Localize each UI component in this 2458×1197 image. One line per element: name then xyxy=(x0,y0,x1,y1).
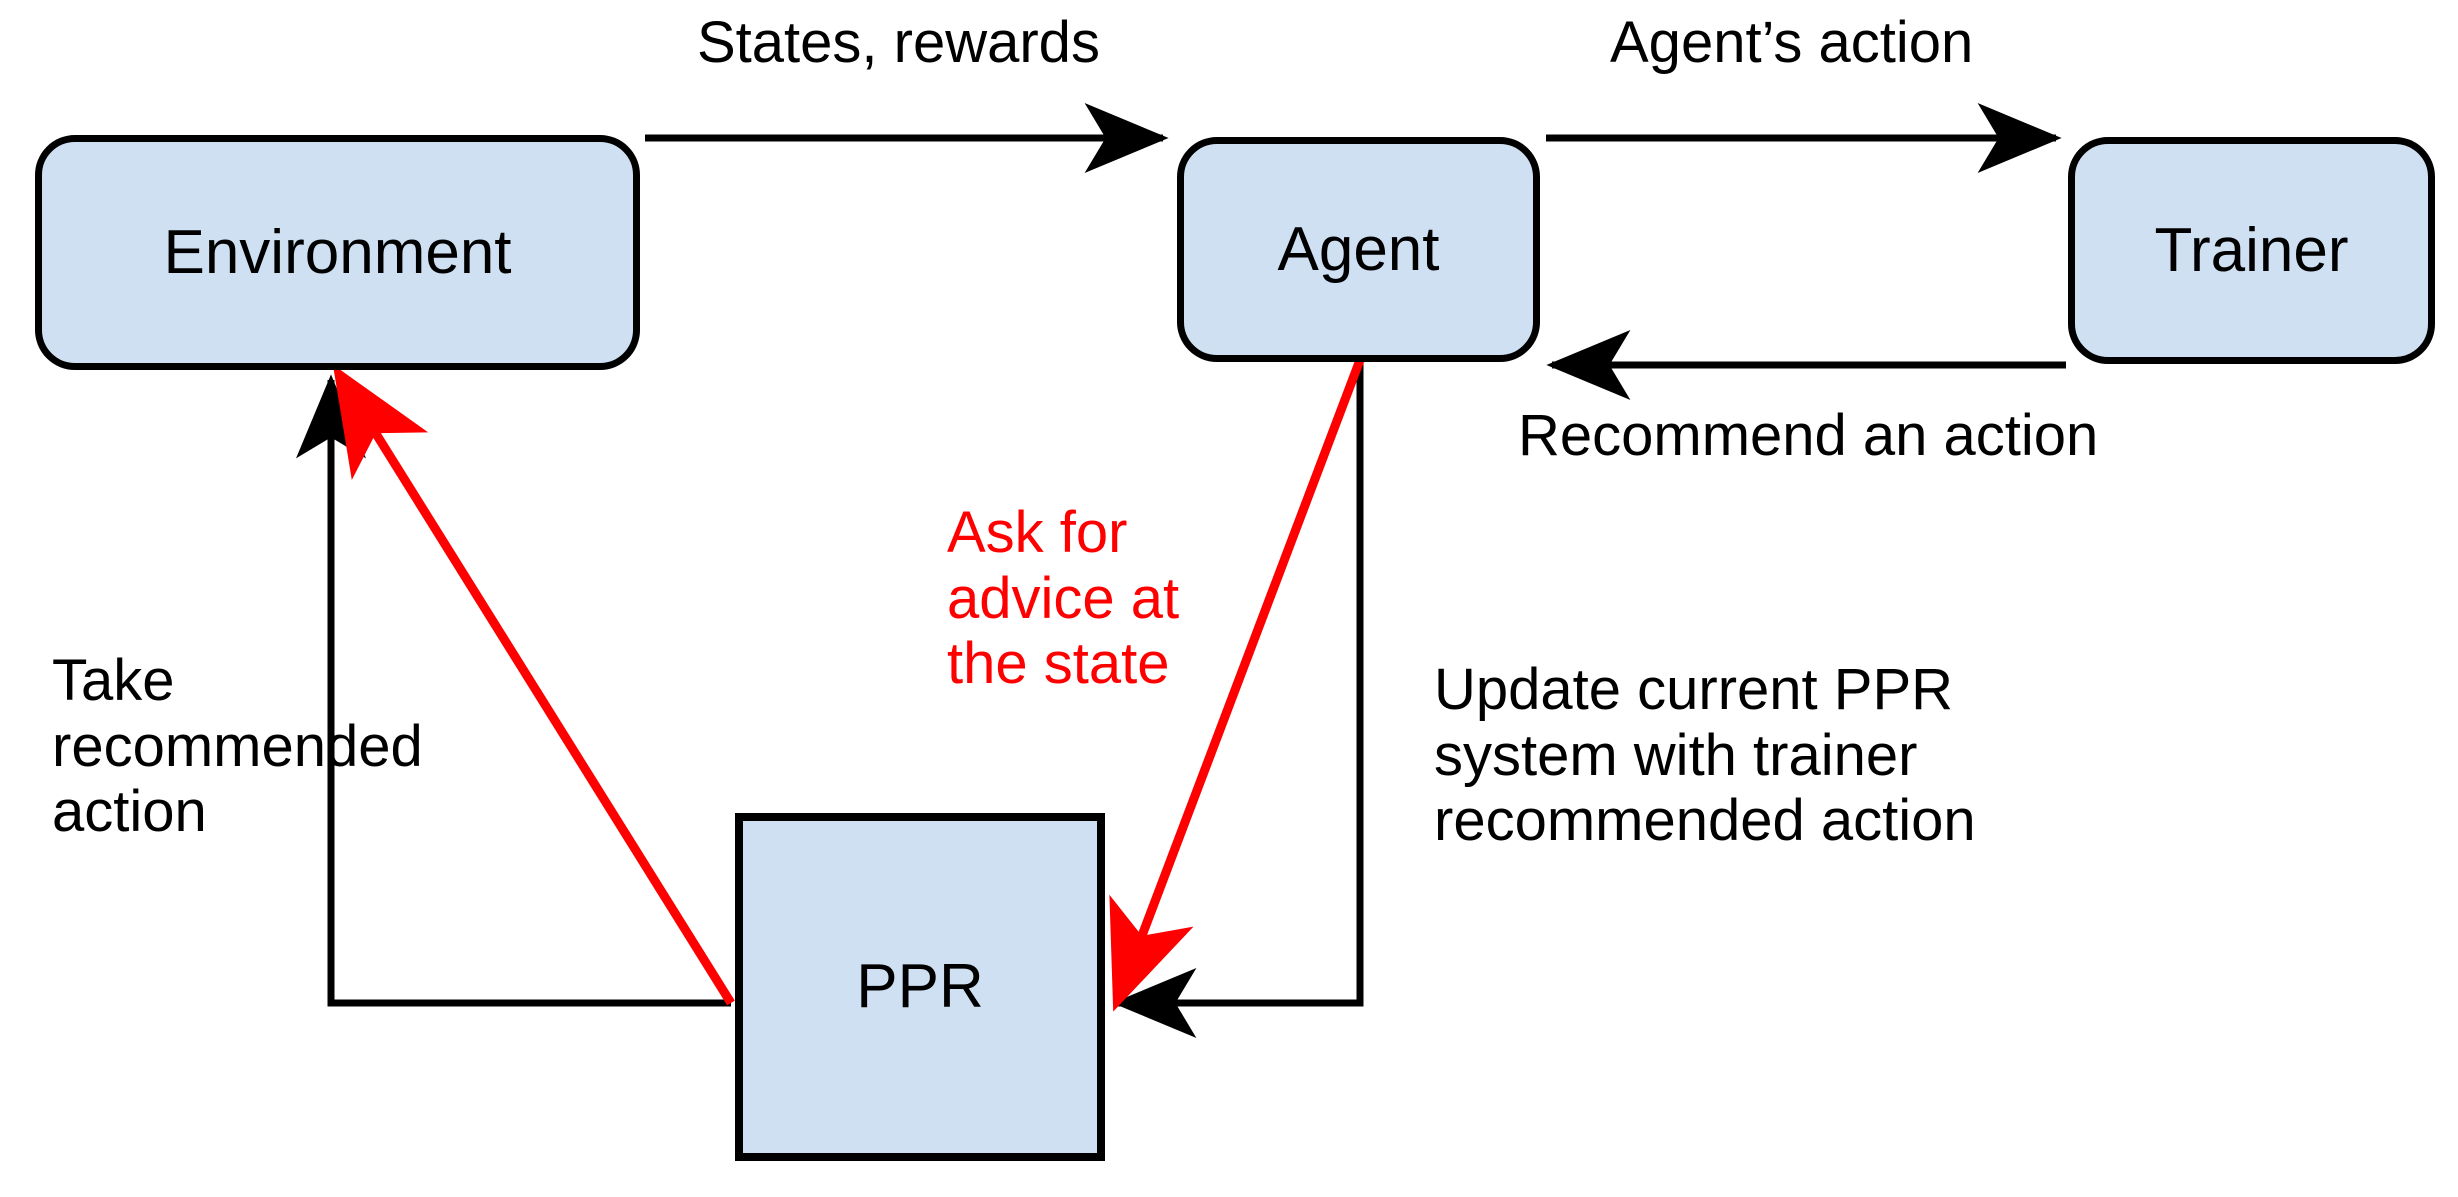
edge-label-take-recommended-action: Take recommended action xyxy=(52,648,423,845)
node-environment[interactable]: Environment xyxy=(35,135,640,370)
edge-label-states-rewards: States, rewards xyxy=(697,10,1100,75)
node-trainer-label: Trainer xyxy=(2154,215,2349,285)
node-trainer[interactable]: Trainer xyxy=(2068,137,2435,364)
node-ppr[interactable]: PPR xyxy=(735,813,1105,1161)
edge-label-ask-for-advice: Ask for advice at the state xyxy=(947,500,1180,697)
node-agent[interactable]: Agent xyxy=(1177,137,1540,362)
edge-ppr-advice-env xyxy=(332,364,735,1006)
node-ppr-label: PPR xyxy=(856,952,984,1021)
edge-agent-to-ppr xyxy=(1112,362,1364,1038)
edge-agent-ask-ppr xyxy=(1109,358,1365,1012)
edge-ppr-to-env xyxy=(296,374,731,1007)
node-environment-label: Environment xyxy=(163,217,512,287)
edge-label-update-ppr: Update current PPR system with trainer r… xyxy=(1434,657,1976,854)
edge-label-agents-action: Agent’s action xyxy=(1610,10,1974,75)
node-agent-label: Agent xyxy=(1277,214,1440,284)
edge-label-recommend-an-action: Recommend an action xyxy=(1518,403,2099,468)
